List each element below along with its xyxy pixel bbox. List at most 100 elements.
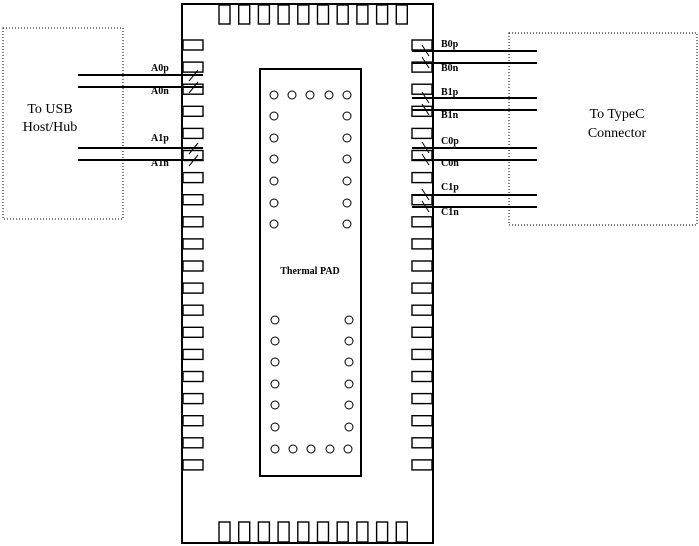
- usb-host-box: [2, 27, 124, 220]
- via-hole: [270, 357, 280, 367]
- pin-label-right: C0n: [441, 158, 459, 169]
- via-hole: [269, 133, 279, 143]
- via-hole: [324, 90, 334, 100]
- left-pad: [182, 392, 204, 405]
- usb-host-label-line2: Host/Hub: [23, 120, 77, 135]
- right-pad: [411, 392, 433, 405]
- pin-label-right: B1p: [441, 87, 459, 98]
- via-hole: [269, 219, 279, 229]
- pin-tick: [421, 103, 430, 116]
- bottom-pad: [297, 521, 310, 543]
- pin-tick: [188, 142, 199, 155]
- right-pad: [411, 282, 433, 294]
- top-pad: [375, 4, 389, 25]
- right-pad: [411, 370, 433, 383]
- via-hole: [270, 379, 280, 389]
- left-pad: [182, 171, 204, 184]
- usb-host-label-line1: To USB: [27, 102, 72, 117]
- via-hole: [287, 90, 297, 100]
- top-pad: [395, 4, 408, 25]
- thermal-vias: [269, 90, 354, 454]
- via-hole: [342, 133, 352, 143]
- pin-tick: [421, 141, 430, 154]
- typec-label-line1: To TypeC: [590, 107, 645, 122]
- pin-label-right: C1p: [441, 182, 459, 193]
- typec-label-line2: Connector: [588, 126, 647, 141]
- left-pad: [182, 193, 204, 206]
- via-hole: [270, 422, 280, 432]
- via-hole: [269, 90, 279, 100]
- right-pad: [411, 238, 433, 250]
- right-pad: [411, 348, 433, 361]
- via-hole: [325, 444, 335, 454]
- left-pad: [182, 348, 204, 361]
- right-pad: [411, 415, 433, 427]
- right-pad: [411, 326, 433, 338]
- right-pad: [411, 127, 433, 140]
- left-pad: [182, 304, 204, 316]
- pin-label-left: A1p: [151, 133, 169, 144]
- bottom-pad: [257, 521, 271, 543]
- pin-tick: [421, 188, 430, 201]
- left-pad: [182, 326, 204, 338]
- via-hole: [269, 198, 279, 208]
- via-hole: [344, 400, 354, 410]
- bottom-pad: [277, 521, 290, 543]
- top-pad: [257, 4, 271, 25]
- top-pad-row: [218, 4, 408, 25]
- via-hole: [344, 357, 354, 367]
- bottom-pad: [237, 521, 251, 543]
- right-pad: [411, 83, 433, 95]
- right-pad: [411, 459, 433, 471]
- right-pad: [411, 216, 433, 228]
- left-pad: [182, 39, 204, 51]
- bottom-pad-row: [218, 521, 408, 543]
- bottom-pad: [316, 521, 330, 543]
- left-pad: [182, 370, 204, 383]
- pin-label-right: B0n: [441, 63, 459, 74]
- via-hole: [342, 111, 352, 121]
- pin-tick: [188, 69, 199, 82]
- right-pad: [411, 105, 433, 118]
- via-hole: [342, 198, 352, 208]
- right-pad: [411, 437, 433, 449]
- pin-label-left: A0p: [151, 63, 169, 74]
- pin-tick: [421, 44, 430, 57]
- bottom-pad: [356, 521, 369, 543]
- left-pad: [182, 437, 204, 449]
- left-pad-column: [182, 39, 204, 471]
- pin-tick: [421, 91, 430, 104]
- via-hole: [306, 444, 316, 454]
- via-hole: [270, 336, 280, 346]
- left-pad: [182, 83, 204, 95]
- pin-label-left: A0n: [151, 86, 169, 97]
- pin-label-left: A1n: [151, 158, 169, 169]
- via-hole: [270, 444, 280, 454]
- top-pad: [356, 4, 369, 25]
- via-hole: [344, 422, 354, 432]
- via-hole: [342, 90, 352, 100]
- top-pad: [218, 4, 231, 25]
- bottom-pad: [336, 521, 349, 543]
- bottom-pad: [375, 521, 389, 543]
- top-pad: [316, 4, 330, 25]
- via-hole: [344, 379, 354, 389]
- left-pad: [182, 282, 204, 294]
- top-pad: [297, 4, 310, 25]
- via-hole: [269, 154, 279, 164]
- via-hole: [342, 154, 352, 164]
- via-hole: [269, 111, 279, 121]
- pin-label-right: C1n: [441, 207, 459, 218]
- bottom-pad: [218, 521, 231, 543]
- via-hole: [270, 315, 280, 325]
- pin-label-right: B0p: [441, 39, 459, 50]
- via-hole: [344, 315, 354, 325]
- left-pad: [182, 127, 204, 140]
- pin-tick: [421, 153, 430, 166]
- pin-tick: [421, 200, 430, 213]
- thermal-pad-label: Thermal PAD: [280, 266, 340, 277]
- left-pad: [182, 238, 204, 250]
- via-hole: [269, 176, 279, 186]
